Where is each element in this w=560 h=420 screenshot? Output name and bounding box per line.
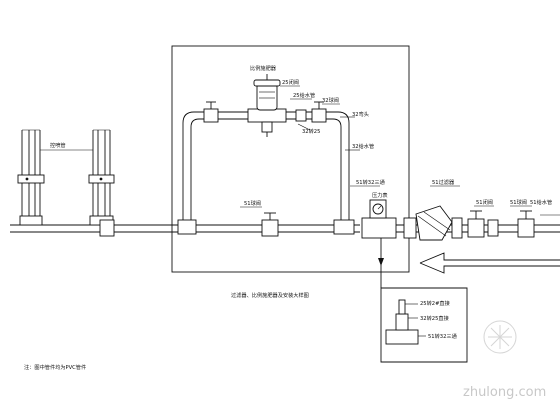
ball-valve-right (311, 101, 327, 123)
fertilizer-injector-label: 比例施肥器 (250, 64, 277, 72)
ball-valve-51-label: 51球阀 (244, 199, 261, 207)
ball-valve-32-label: 32球阀 (322, 96, 339, 104)
drawing-note: 注：图中管件均为PVC管件 (24, 363, 86, 371)
ball-valve-far-right (517, 210, 535, 238)
reducer-32-25-label: 32转25 (302, 127, 320, 135)
bypass-loop (177, 111, 355, 235)
detail-item-1: 25转2#直接 (420, 299, 450, 307)
supply-pipe-51-label: 51给水管 (530, 198, 552, 206)
detail-item-3: 51转32三通 (428, 332, 458, 340)
assembly-caption: 过滤器、比例施肥器及安装大样图 (231, 291, 309, 299)
supply-pipe-32-label: 32给水管 (352, 142, 374, 150)
reducer-fitting (295, 109, 307, 122)
elbow-32-label: 32弯头 (352, 110, 369, 118)
filter-51-label: 51过滤器 (432, 178, 455, 186)
sprinkler-risers (17, 129, 115, 226)
flow-direction-arrow (419, 252, 560, 274)
valve-25-label: 25闭阀 (282, 78, 299, 86)
valve-51-label: 51闭阀 (476, 198, 493, 206)
supply-pipe-25-label: 25给水管 (293, 91, 315, 99)
ball-valve-left (203, 101, 219, 123)
filter-51 (403, 205, 463, 241)
watermark-logo (483, 320, 517, 354)
pressure-gauge-label: 压力表 (372, 191, 388, 199)
ball-valve-51 (261, 212, 279, 237)
pipe-coupling (99, 219, 115, 237)
equipment-enclosure (171, 45, 410, 273)
tee-51-32 (361, 199, 397, 288)
detail-box (380, 287, 468, 363)
detail-item-2: 32转25直接 (420, 314, 449, 322)
fertilizer-injector (247, 74, 287, 137)
ball-valve-51-right-label: 51球阀 (510, 198, 527, 206)
watermark-text: zhulong.com (463, 385, 546, 400)
riser-pipe-label: 控喷管 (50, 141, 66, 149)
tee-51-32-label: 51转32三通 (356, 178, 386, 186)
valve-51 (467, 210, 499, 238)
